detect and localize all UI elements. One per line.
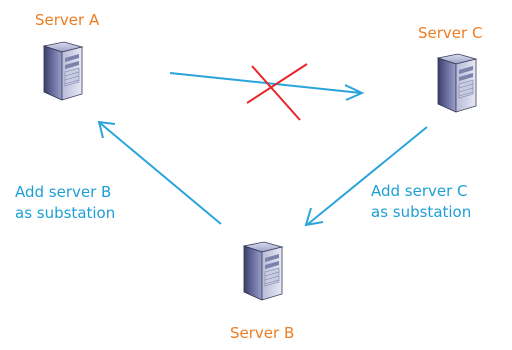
server-a-icon	[43, 41, 83, 101]
server-b-icon	[243, 241, 283, 301]
server-c-icon	[437, 53, 477, 113]
server-b-label: Server B	[230, 324, 295, 342]
server-a-label: Server A	[35, 11, 100, 29]
arrow-a-to-c	[169, 72, 365, 101]
note-c-to-b-line1: Add server C	[371, 182, 468, 200]
blocked-cross-icon	[246, 63, 308, 121]
note-b-to-a-line2: as substation	[15, 204, 116, 222]
server-c-label: Server C	[418, 24, 483, 42]
arrow-b-to-a	[97, 120, 222, 225]
arrow-c-to-b	[304, 126, 428, 227]
note-c-to-b-line2: as substation	[371, 203, 472, 221]
note-b-to-a-line1: Add server B	[15, 183, 112, 201]
